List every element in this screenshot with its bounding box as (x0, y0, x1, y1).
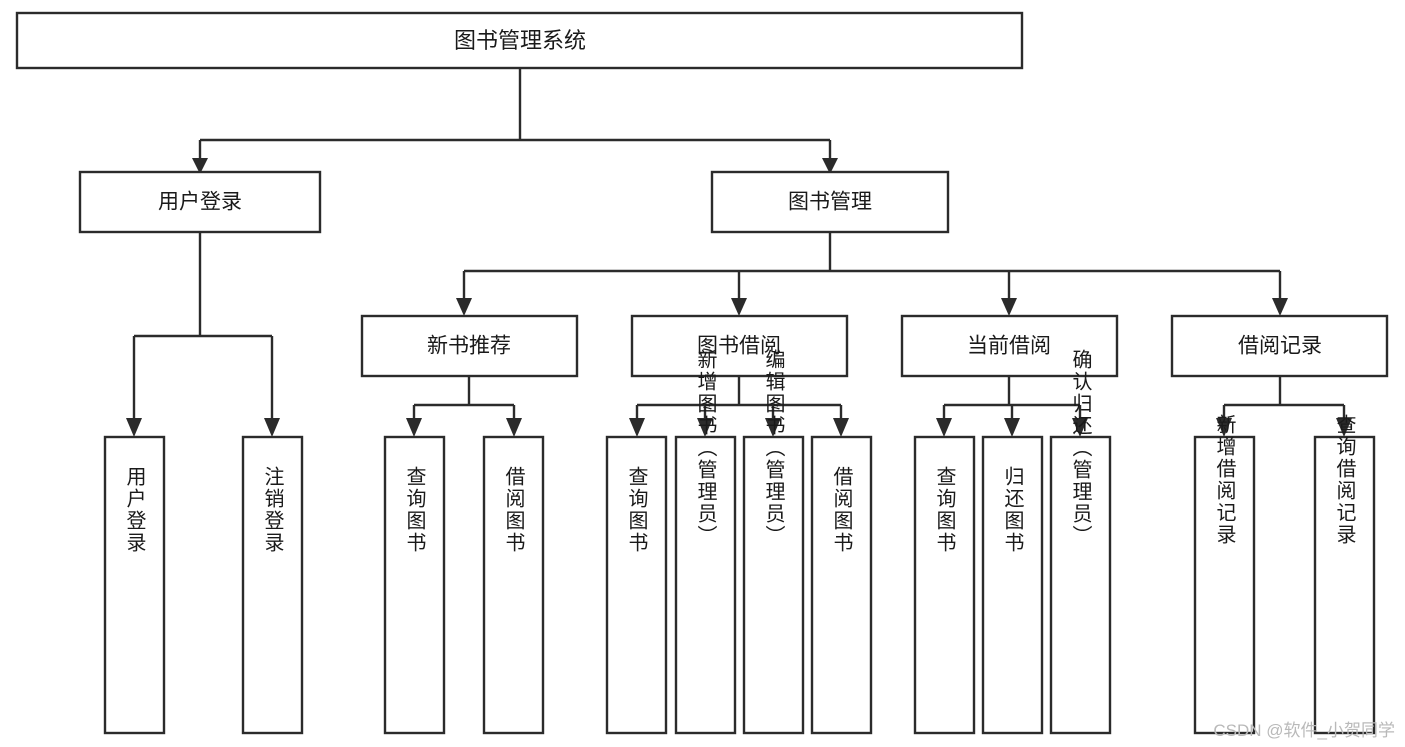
node-root-label: 图书管理系统 (454, 28, 586, 53)
node-borrow-record[interactable]: 借阅记录 (1170, 314, 1389, 378)
arrow-root-to-book-management (822, 158, 838, 174)
node-book-borrow-box (630, 314, 849, 378)
leaf-user-login-box (103, 435, 166, 735)
leaf-add-borrow-record-box (1193, 435, 1256, 735)
node-new-book-recommend-label: 新书推荐 (427, 335, 511, 358)
node-user-login-box (78, 170, 322, 234)
leaf-query-book-current[interactable]: 查询图书 (913, 435, 976, 735)
arrow-new-book-leaf-1 (406, 418, 422, 437)
leaf-query-borrow-record-box (1313, 435, 1376, 735)
leaf-return-book[interactable]: 归还图书 (981, 435, 1044, 735)
leaf-borrow-book-rec-box (482, 435, 545, 735)
arrow-bm-to-current-borrow (1001, 298, 1017, 316)
arrow-book-borrow-leaf-2 (697, 418, 713, 437)
leaf-add-book-admin-box (674, 435, 737, 735)
node-current-borrow-label: 当前借阅 (967, 335, 1051, 358)
leaf-borrow-book-label: 借阅图书 (830, 466, 853, 554)
leaf-logout-login[interactable]: 注销登录 (241, 435, 304, 735)
leaf-confirm-return-admin[interactable]: 确认归还（管理员） (1049, 349, 1112, 735)
arrow-user-login-leaf-2 (264, 418, 280, 437)
node-book-management-label: 图书管理 (788, 191, 872, 214)
leaf-logout-login-box (241, 435, 304, 735)
node-user-login-label: 用户登录 (158, 191, 242, 214)
arrow-book-borrow-leaf-1 (629, 418, 645, 437)
leaf-edit-book-admin[interactable]: 编辑图书（管理员） (742, 349, 805, 735)
node-book-borrow-label: 图书借阅 (697, 335, 781, 358)
leaf-add-borrow-record-label: 新增借阅记录 (1213, 414, 1236, 546)
arrow-bm-to-book-borrow (731, 298, 747, 316)
arrow-book-borrow-leaf-3 (765, 418, 781, 437)
leaf-query-book-borrow-box (605, 435, 668, 735)
leaf-borrow-book-rec-label: 借阅图书 (502, 466, 525, 554)
arrow-bm-to-new-book (456, 298, 472, 316)
connector-layer (126, 68, 1352, 437)
node-borrow-record-box (1170, 314, 1389, 378)
leaf-logout-login-label: 注销登录 (261, 466, 284, 554)
leaf-add-book-admin[interactable]: 新增图书（管理员） (674, 349, 737, 735)
node-new-book-recommend-box (360, 314, 579, 378)
node-user-login[interactable]: 用户登录 (78, 170, 322, 234)
leaf-edit-book-admin-label: 编辑图书（管理员） (762, 349, 785, 547)
leaf-borrow-book[interactable]: 借阅图书 (810, 435, 873, 735)
node-book-borrow[interactable]: 图书借阅 (630, 314, 849, 378)
leaf-borrow-book-box (810, 435, 873, 735)
arrow-current-borrow-leaf-1 (936, 418, 952, 437)
leaf-return-book-box (981, 435, 1044, 735)
node-borrow-record-label: 借阅记录 (1238, 335, 1322, 358)
leaf-query-book-borrow[interactable]: 查询图书 (605, 435, 668, 735)
leaf-query-book-rec-label: 查询图书 (403, 466, 426, 554)
leaf-return-book-label: 归还图书 (1001, 466, 1024, 554)
arrow-bm-to-borrow-record (1272, 298, 1288, 316)
leaf-edit-book-admin-box (742, 435, 805, 735)
arrow-root-to-user-login (192, 158, 208, 174)
node-root-box (15, 11, 1024, 70)
arrow-user-login-leaf-1 (126, 418, 142, 437)
node-new-book-recommend[interactable]: 新书推荐 (360, 314, 579, 378)
leaf-query-book-current-box (913, 435, 976, 735)
leaf-add-borrow-record[interactable]: 新增借阅记录 (1193, 414, 1256, 735)
leaf-query-book-current-label: 查询图书 (933, 466, 956, 554)
leaf-query-borrow-record-label: 查询借阅记录 (1333, 414, 1356, 546)
node-book-management-box (710, 170, 950, 234)
arrow-new-book-leaf-2 (506, 418, 522, 437)
leaf-query-borrow-record[interactable]: 查询借阅记录 (1313, 414, 1376, 735)
leaf-borrow-book-rec[interactable]: 借阅图书 (482, 435, 545, 735)
leaf-query-book-borrow-label: 查询图书 (625, 466, 648, 554)
node-book-management[interactable]: 图书管理 (710, 170, 950, 234)
leaf-add-book-admin-label: 新增图书（管理员） (694, 349, 717, 547)
arrow-book-borrow-leaf-4 (833, 418, 849, 437)
leaf-query-book-rec-box (383, 435, 446, 735)
node-current-borrow-box (900, 314, 1119, 378)
leaf-confirm-return-admin-box (1049, 435, 1112, 735)
node-current-borrow[interactable]: 当前借阅 (900, 314, 1119, 378)
arrow-current-borrow-leaf-2 (1004, 418, 1020, 437)
leaf-query-book-rec[interactable]: 查询图书 (383, 435, 446, 735)
arrow-borrow-record-leaf-2 (1336, 418, 1352, 437)
leaf-confirm-return-admin-label: 确认归还（管理员） (1069, 349, 1092, 547)
leaf-user-login[interactable]: 用户登录 (103, 435, 166, 735)
node-root-system[interactable]: 图书管理系统 (15, 11, 1024, 70)
arrow-borrow-record-leaf-1 (1216, 418, 1232, 437)
leaf-user-login-label: 用户登录 (123, 466, 146, 554)
arrow-current-borrow-leaf-3 (1072, 418, 1088, 437)
